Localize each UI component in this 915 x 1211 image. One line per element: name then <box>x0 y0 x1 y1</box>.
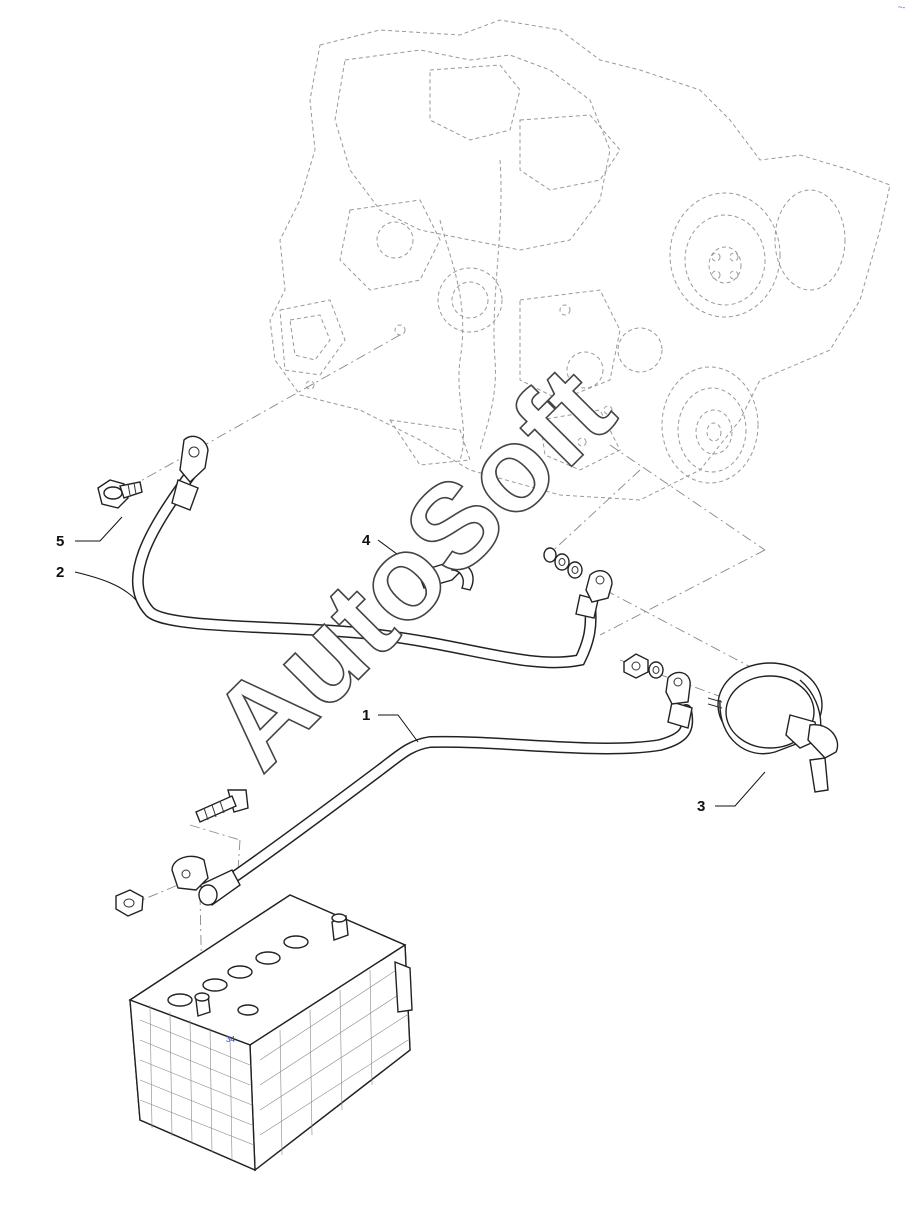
washers-cable-2 <box>543 547 583 579</box>
leader-lines <box>74 516 766 807</box>
part-4-bracket <box>417 561 474 591</box>
battery-mark: 34 <box>226 1035 235 1044</box>
cable-1 <box>171 671 694 907</box>
engine-outline <box>269 19 891 501</box>
battery: 34 <box>128 894 413 1172</box>
callout-4: 4 <box>362 532 371 549</box>
corner-mark: ~- <box>898 3 906 12</box>
part-5-bolt <box>97 479 143 509</box>
washers-switch <box>623 653 664 679</box>
cable-2 <box>131 435 613 669</box>
part-3-battery-switch <box>707 662 839 793</box>
battery-nut <box>115 889 144 917</box>
callout-3: 3 <box>697 798 705 815</box>
callout-2: 2 <box>56 564 64 581</box>
callout-5: 5 <box>56 533 64 550</box>
callout-1: 1 <box>362 707 370 724</box>
battery-nut-hole <box>123 898 135 908</box>
clamp-bolt <box>195 789 249 823</box>
